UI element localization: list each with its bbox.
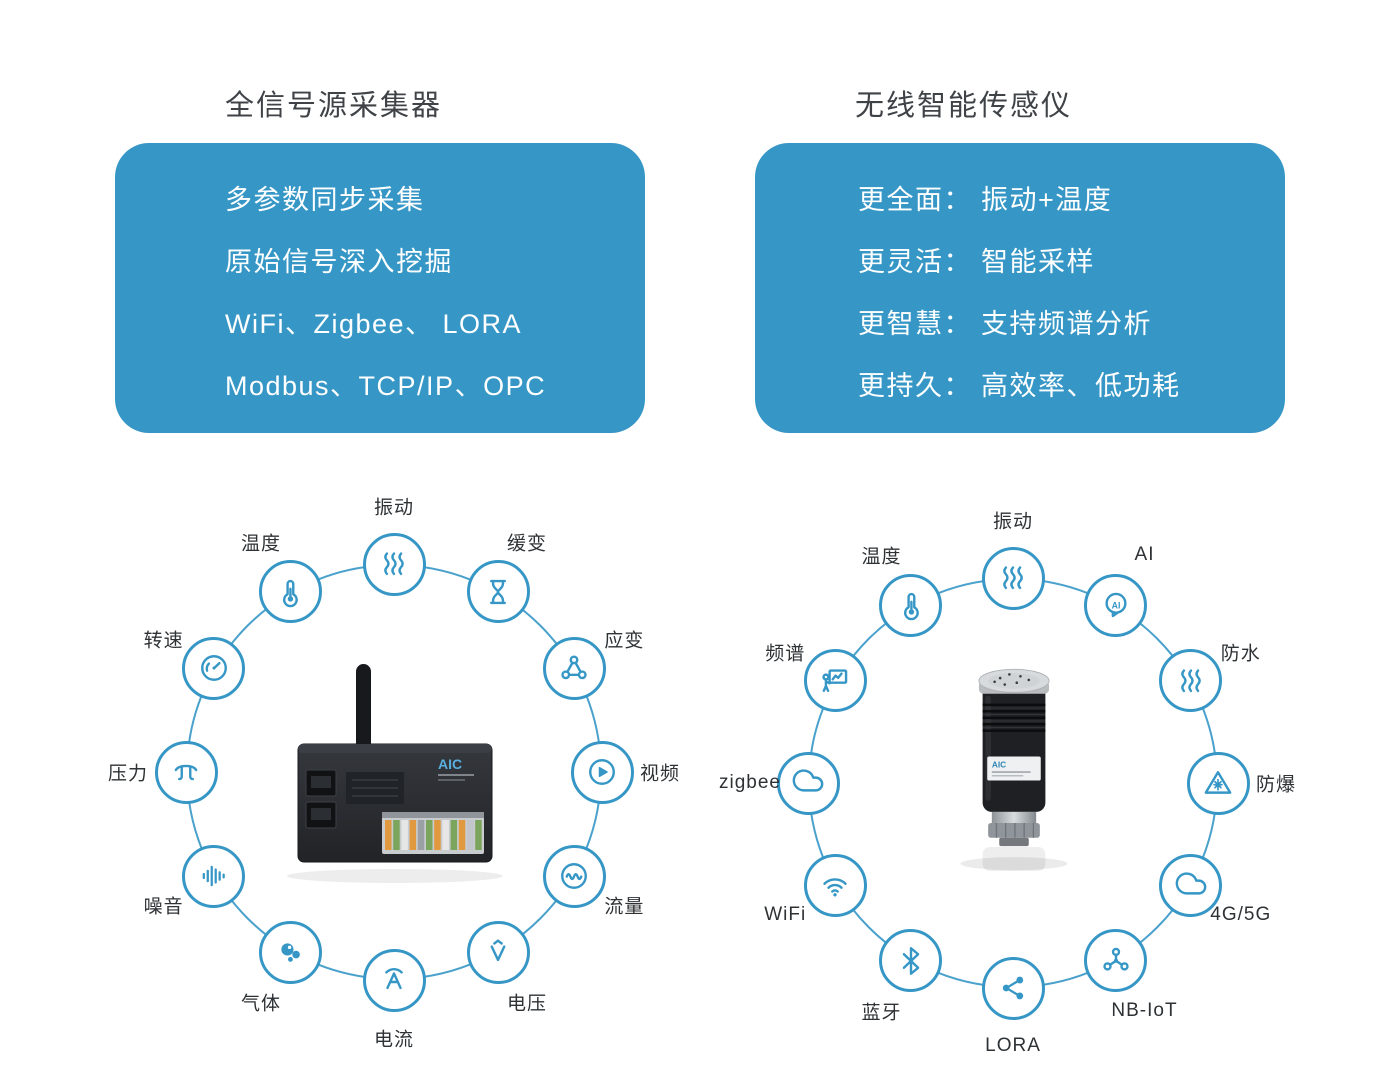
ai-icon: AI	[1084, 573, 1147, 637]
ring-item-label: 缓变	[506, 533, 548, 555]
ring-item-label: 气体	[240, 993, 282, 1015]
gas-icon	[258, 920, 322, 984]
ring-item-label: zigbee	[719, 772, 781, 793]
temperature-icon	[258, 560, 322, 624]
signal-collector-device-image: AIC	[270, 652, 520, 892]
ring-item-label: 视频	[639, 763, 681, 785]
cloud-icon	[1159, 854, 1223, 917]
wifi-icon	[803, 854, 867, 917]
strain-icon	[542, 636, 606, 700]
ring-item-label: 防爆	[1255, 774, 1297, 796]
ring-item-label: LORA	[985, 1035, 1041, 1056]
ring-item-label: 温度	[240, 533, 282, 555]
vibration-icon	[981, 546, 1045, 610]
ring-item-label: 防水	[1220, 643, 1261, 664]
sensor-illustration: AIC	[960, 668, 1068, 871]
sensor-brand-label: AIC	[992, 760, 1006, 770]
ring-item-label: 流量	[604, 896, 645, 918]
temperature-icon	[879, 573, 942, 637]
vibration-icon	[362, 532, 426, 596]
feature-line: 更全面： 振动+温度	[858, 185, 1113, 215]
ring-item-label: 电压	[506, 993, 548, 1015]
collector-brand-label: AIC	[438, 756, 462, 772]
ring-item-label: NB-IoT	[1111, 999, 1178, 1021]
feature-line: 更智慧： 支持频谱分析	[858, 309, 1153, 339]
network-icon	[1084, 929, 1147, 993]
cloud-icon	[776, 751, 840, 815]
voltage-icon	[466, 920, 530, 984]
svg-text:AI: AI	[1111, 601, 1120, 611]
gauge-icon	[182, 636, 246, 700]
flow-icon	[542, 844, 606, 908]
feature-line: 更持久： 高效率、低功耗	[858, 371, 1181, 401]
feature-line: 原始信号深入挖掘	[225, 247, 453, 277]
ring-item-label: AI	[1134, 544, 1155, 566]
ring-item-label: 应变	[604, 630, 645, 652]
ring-item-label: 电流	[373, 1029, 415, 1051]
feature-line: 更灵活： 智能采样	[858, 247, 1096, 277]
noise-icon	[182, 844, 246, 908]
ring-item-label: 4G/5G	[1210, 903, 1272, 925]
ring-item-label: 压力	[107, 763, 149, 785]
ring-item-label: 噪音	[143, 896, 184, 918]
pressure-icon	[154, 740, 218, 804]
ring-item-label: 转速	[143, 630, 184, 652]
collector-illustration: AIC	[287, 664, 503, 883]
left-section-title: 全信号源采集器	[225, 90, 443, 122]
share-icon	[981, 956, 1045, 1020]
feature-line: WiFi、Zigbee、 LORA	[225, 309, 523, 339]
ring-item-label: 蓝牙	[861, 1002, 902, 1024]
feature-line: 多参数同步采集	[225, 185, 425, 215]
spectrum-icon	[803, 649, 867, 712]
ring-item-label: 频谱	[765, 643, 806, 664]
bluetooth-icon	[879, 929, 942, 993]
ring-item-label: 振动	[373, 497, 415, 519]
right-section-title: 无线智能传感仪	[855, 90, 1073, 122]
left-feature-card: 多参数同步采集原始信号深入挖掘 WiFi、Zigbee、 LORA Modbus、T…	[115, 143, 645, 433]
video-icon	[570, 740, 634, 804]
waterproof-icon	[1159, 649, 1223, 712]
ring-item-label: 温度	[861, 546, 902, 568]
wireless-sensor-device-image: AIC	[954, 664, 1074, 891]
current-icon	[362, 948, 426, 1012]
right-feature-card: 更全面： 振动+温度更灵活： 智能采样更智慧： 支持频谱分析更持久： 高效率、低…	[755, 143, 1285, 433]
ring-item-label: WiFi	[764, 903, 807, 925]
feature-line: Modbus、TCP/IP、OPC	[225, 371, 547, 401]
explosion-icon	[1186, 751, 1250, 815]
hourglass-icon	[466, 560, 530, 624]
ring-item-label: 振动	[992, 511, 1034, 533]
